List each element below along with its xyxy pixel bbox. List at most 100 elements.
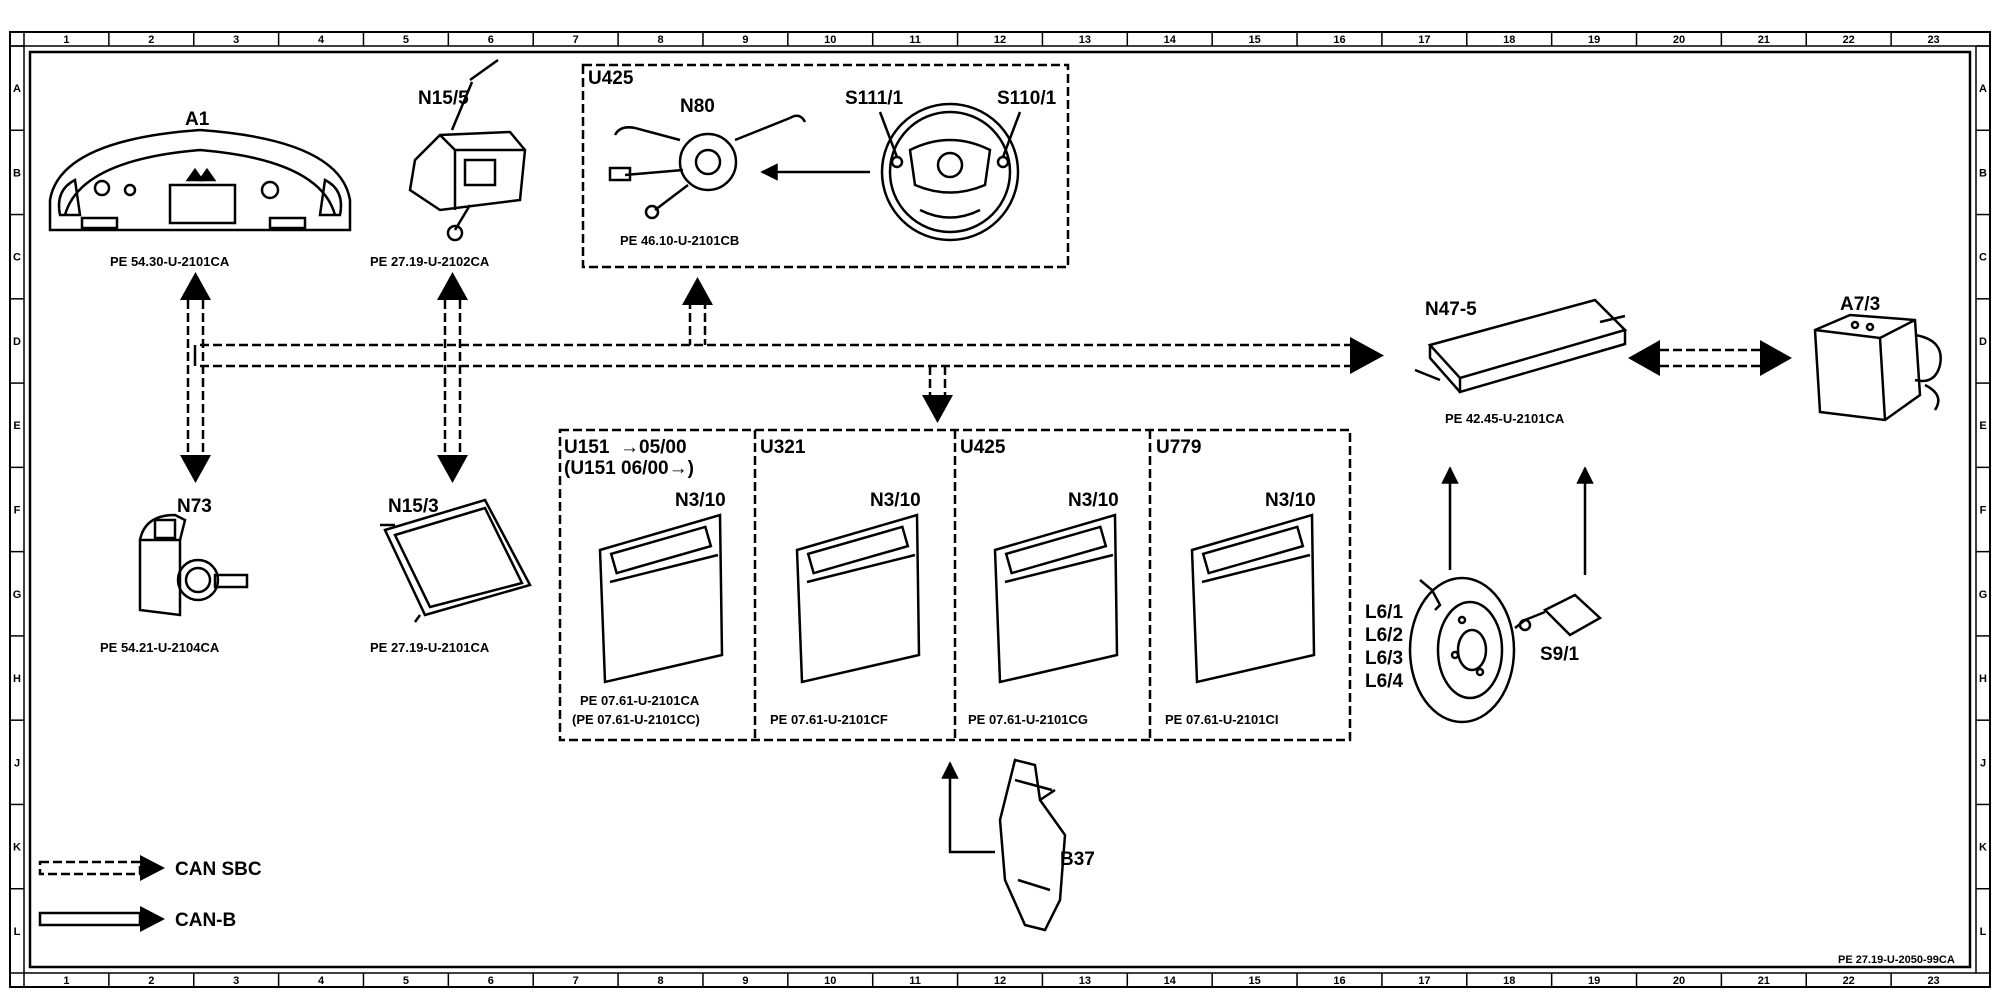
n47-5-label: N47-5 (1425, 299, 1477, 320)
n80-label: N80 (680, 96, 715, 117)
ecu-u779-n3-10-label: N3/10 (1265, 490, 1316, 511)
grid-row-label: H (13, 673, 21, 685)
b37-label: B37 (1060, 849, 1095, 870)
grid-column-label: 2 (148, 975, 154, 987)
a7-3-unit (1813, 313, 1942, 422)
s110-1-label: S110/1 (997, 88, 1057, 109)
n73-ref: PE 54.21-U-2104CA (100, 640, 220, 655)
n15-5-ref: PE 27.19-U-2102CA (370, 254, 490, 269)
n15-3-control-unit (380, 498, 532, 623)
grid-row-label: C (13, 252, 21, 264)
grid-row-label: F (14, 505, 21, 517)
ecu-u425-ref: PE 07.61-U-2101CG (968, 712, 1088, 727)
grid-row-label: J (1980, 757, 1986, 769)
grid-row-label: K (1979, 842, 1987, 854)
bus-arrowheads (180, 272, 1792, 483)
n15-3-label: N15/3 (388, 496, 439, 517)
grid-column-label: 15 (1248, 34, 1260, 46)
a1-instrument-cluster (48, 128, 352, 232)
grid-column-label: 22 (1843, 975, 1855, 987)
grid-column-label: 9 (742, 975, 748, 987)
grid-column-label: 23 (1927, 975, 1939, 987)
grid-column-label: 4 (318, 975, 325, 987)
u425-top-group-box (581, 63, 1070, 269)
grid-row-label: G (1979, 589, 1988, 601)
ecu-u151-ref2: (PE 07.61-U-2101CC) (572, 712, 700, 727)
s9-1-switch (1514, 593, 1603, 637)
l6-brake-disc (1408, 576, 1516, 724)
n15-5-label: N15/5 (418, 88, 469, 109)
grid-column-label: 11 (909, 34, 921, 46)
b37-arrow (941, 761, 995, 854)
grid-column-label: 14 (1164, 975, 1177, 987)
grid-row-label: C (1979, 252, 1987, 264)
ecu-u151-ref: PE 07.61-U-2101CA (580, 693, 700, 708)
ecu-u425-n3-10-label: N3/10 (1068, 490, 1119, 511)
grid-column-label: 13 (1079, 975, 1091, 987)
grid-column-label: 8 (657, 975, 663, 987)
grid-row-label: E (13, 420, 20, 432)
ecu-u321-group-label: U321 (760, 437, 806, 458)
grid-row-label: B (13, 167, 21, 179)
ecu-u425-cell: U425 N3/10 PE 07.61-U-2101CG (960, 437, 1119, 727)
n73-label: N73 (177, 496, 212, 517)
a1-ref: PE 54.30-U-2101CA (110, 254, 230, 269)
l6-3-label: L6/3 (1365, 648, 1403, 669)
grid-row-label: L (1980, 926, 1987, 938)
grid-column-label: 13 (1079, 34, 1091, 46)
grid-column-label: 18 (1503, 34, 1515, 46)
can-sbc-network (186, 300, 1760, 455)
grid-row-label: L (14, 926, 21, 938)
legend-can-b-label: CAN-B (175, 910, 236, 931)
grid-column-label: 23 (1927, 34, 1939, 46)
grid-column-label: 6 (488, 975, 494, 987)
grid-column-label: 1 (63, 975, 69, 987)
grid-column-label: 19 (1588, 34, 1600, 46)
l6-4-label: L6/4 (1365, 671, 1403, 692)
steering-wheel (878, 102, 1022, 242)
a1-label: A1 (185, 109, 210, 130)
grid-column-label: 10 (824, 34, 836, 46)
grid-row-label: D (1979, 336, 1987, 348)
ecu-u425-unit (993, 513, 1119, 684)
ecu-u425-group-label: U425 (960, 437, 1006, 458)
grid-column-label: 5 (403, 975, 409, 987)
grid-column-label: 17 (1418, 34, 1430, 46)
ecu-u779-ref: PE 07.61-U-2101CI (1165, 712, 1278, 727)
grid-row-label: A (13, 83, 21, 95)
ecu-u151-n3-10-label: N3/10 (675, 490, 726, 511)
s9-1-label: S9/1 (1540, 644, 1580, 665)
grid-row-label: K (13, 842, 21, 854)
grid-column-label: 8 (657, 34, 663, 46)
grid-column-label: 18 (1503, 975, 1515, 987)
s111-1-label: S111/1 (845, 88, 904, 109)
grid-column-label: 14 (1164, 34, 1177, 46)
grid-column-label: 12 (994, 34, 1006, 46)
grid-column-label: 7 (573, 975, 579, 987)
ecu-u151-arrow-text: →05/00 (620, 437, 687, 458)
grid-row-label: J (14, 757, 20, 769)
grid-column-label: 9 (742, 34, 748, 46)
a7-3-label: A7/3 (1840, 294, 1880, 315)
ecu-u151-group2-label: (U151 06/00→) (564, 458, 694, 479)
legend-can-sbc: CAN SBC (38, 855, 262, 881)
grid-row-label: G (13, 589, 22, 601)
grid-row-label: A (1979, 83, 1987, 95)
b37-pedal (998, 758, 1067, 932)
grid-row-label: E (1979, 420, 1986, 432)
ecu-u151-cell: U151 →05/00 (U151 06/00→) N3/10 PE 07.61… (564, 437, 726, 727)
grid-column-label: 10 (824, 975, 836, 987)
ecu-u779-unit (1190, 513, 1316, 684)
grid-column-label: 1 (63, 34, 69, 46)
grid-column-label: 19 (1588, 975, 1600, 987)
n73-ignition-switch (138, 513, 249, 617)
grid-column-label: 12 (994, 975, 1006, 987)
grid-column-label: 16 (1333, 975, 1345, 987)
grid-column-label: 17 (1418, 975, 1430, 987)
grid-column-label: 3 (233, 34, 239, 46)
n47-5-ref: PE 42.45-U-2101CA (1445, 411, 1565, 426)
grid-column-label: 16 (1333, 34, 1345, 46)
